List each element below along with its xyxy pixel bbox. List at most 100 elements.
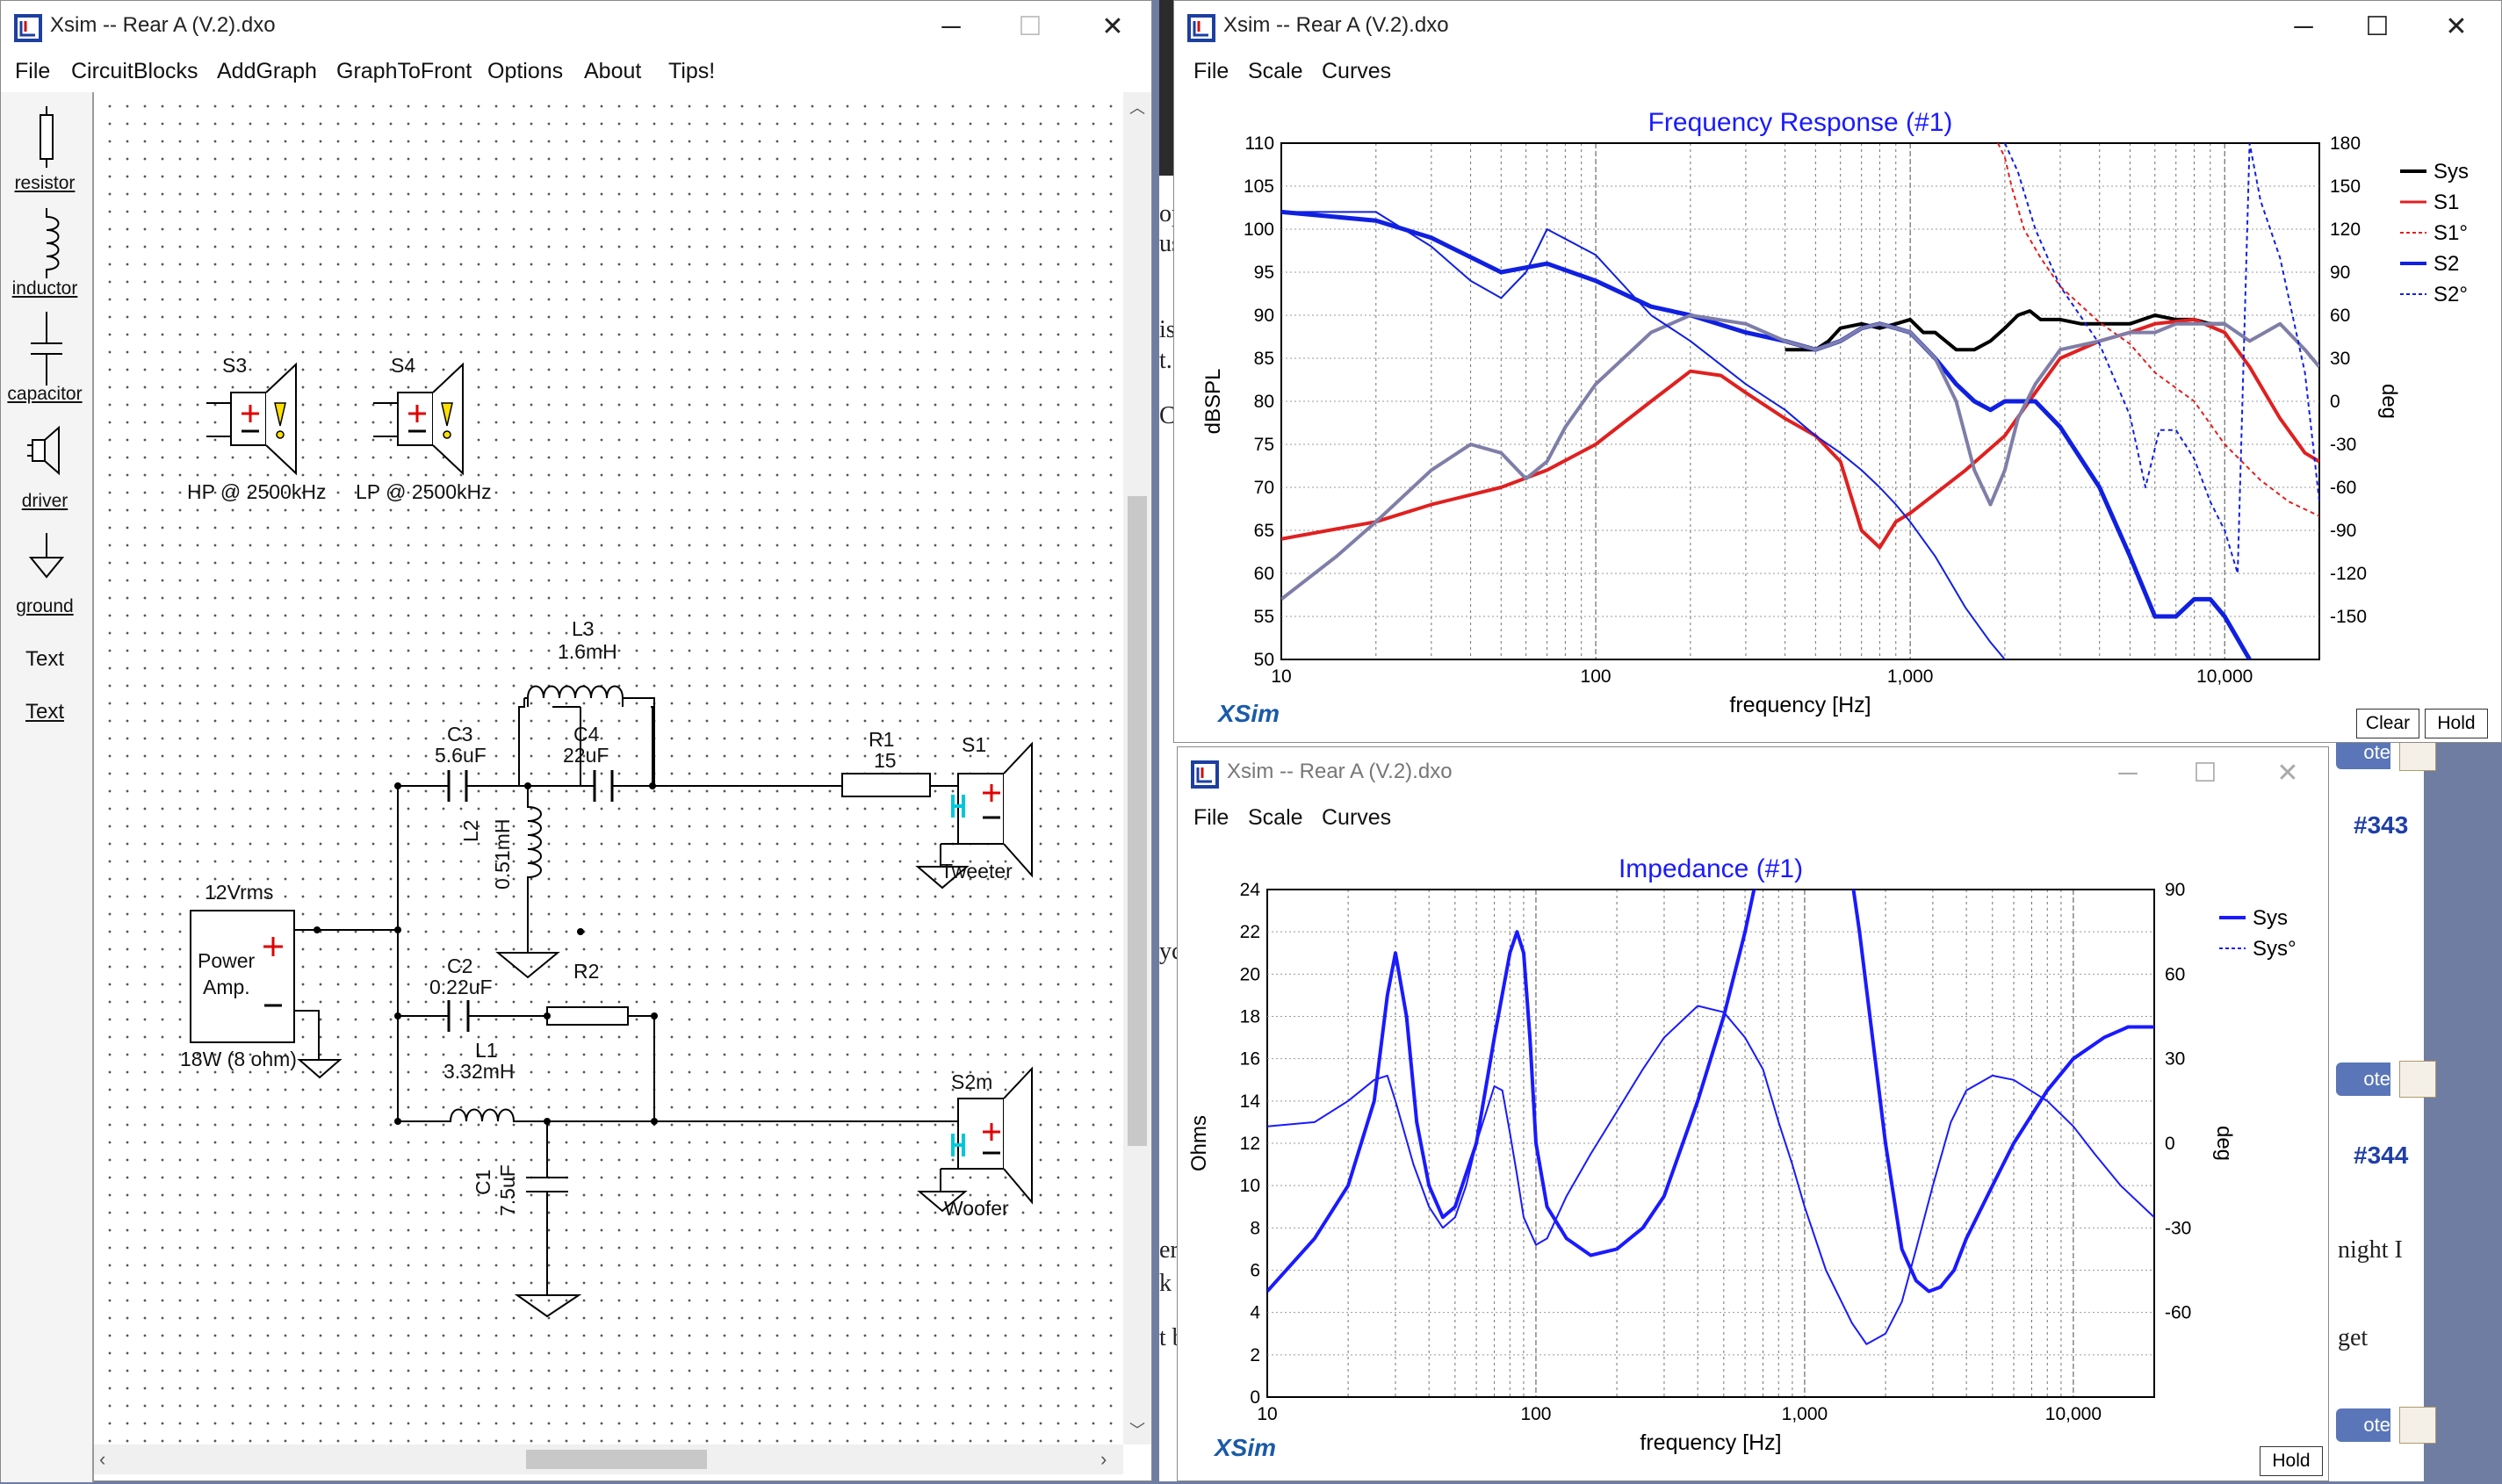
menu-file[interactable]: File (15, 59, 51, 83)
scroll-down-icon[interactable]: ﹀ (1129, 1422, 1145, 1439)
post-number[interactable]: #343 (2354, 811, 2409, 839)
quote-icon[interactable] (2399, 1407, 2436, 1444)
minimize-icon[interactable]: ─ (2294, 12, 2313, 41)
resistor-label: resistor (14, 173, 76, 193)
menu-file[interactable]: File (1193, 805, 1229, 830)
menu-file[interactable]: File (1193, 59, 1229, 83)
fr-menubar: File Scale Curves (1174, 55, 2501, 90)
horizontal-scroll-thumb[interactable] (526, 1450, 707, 1469)
vote-button[interactable]: ote (2336, 1408, 2390, 1442)
y-tick-label: 60 (1254, 564, 1274, 584)
amp-label-amp: Amp. (203, 976, 250, 998)
minimize-icon[interactable]: ─ (941, 12, 961, 41)
bg-fragment: get (2338, 1324, 2369, 1351)
maximize-icon[interactable]: ☐ (2193, 759, 2217, 788)
driver-label: driver (21, 491, 68, 511)
hold-button[interactable]: Hold (2425, 709, 2488, 738)
x-tick-label: 100 (1520, 1404, 1551, 1424)
menu-scale[interactable]: Scale (1248, 59, 1303, 83)
y-tick-label: 85 (1254, 349, 1274, 369)
amp-power: 18W (8 ohm) (180, 1048, 297, 1070)
legend-label: S1 (2434, 191, 2459, 214)
y-tick-label: 14 (1240, 1091, 1261, 1112)
x-tick-label: 10,000 (2045, 1404, 2102, 1424)
s4-label: S4 (391, 354, 416, 377)
chart-title: Frequency Response (#1) (1648, 108, 1953, 137)
series-line (2003, 143, 2319, 574)
xsim-app-icon (1191, 760, 1219, 789)
y-tick-label: 70 (1254, 478, 1274, 498)
close-icon[interactable]: ✕ (2445, 12, 2468, 41)
horizontal-scrollbar[interactable]: ‹ › (94, 1444, 1123, 1474)
y-tick-label: 16 (1240, 1049, 1260, 1070)
l3-value: 1.6mH (558, 640, 617, 663)
driver-icon (27, 425, 60, 476)
y2-tick-label: -30 (2165, 1218, 2191, 1238)
vertical-scroll-thumb[interactable] (1128, 496, 1147, 1146)
bg-fragment: is (1159, 316, 1176, 343)
menu-about[interactable]: About (584, 59, 642, 83)
post-number[interactable]: #344 (2354, 1142, 2409, 1169)
y-tick-label: 2 (1250, 1345, 1260, 1365)
capacitor-label: capacitor (7, 384, 83, 404)
y2-tick-label: -60 (2330, 478, 2356, 498)
text-underlined-tool[interactable]: Text (1, 695, 92, 738)
y-tick-label: 105 (1244, 176, 1274, 197)
menu-addgraph[interactable]: AddGraph (217, 59, 317, 83)
component-toolbar: resistor inductor capacitor driver groun… (1, 92, 94, 1482)
minimize-icon[interactable]: ─ (2118, 759, 2138, 788)
s1-driver-label: Tweeter (941, 860, 1013, 882)
resistor-tool[interactable]: resistor (1, 101, 92, 199)
capacitor-tool[interactable]: capacitor (1, 312, 92, 410)
scroll-right-icon[interactable]: › (1100, 1448, 1107, 1470)
inductor-label: inductor (11, 278, 78, 299)
menu-circuitblocks[interactable]: CircuitBlocks (71, 59, 198, 83)
vertical-scrollbar[interactable]: ︿ ﹀ (1123, 92, 1151, 1444)
inductor-tool[interactable]: inductor (1, 206, 92, 305)
y2-tick-label: 30 (2330, 349, 2350, 369)
ground-label: ground (16, 596, 74, 616)
menu-options[interactable]: Options (487, 59, 564, 83)
fr-titlebar: Xsim -- Rear A (V.2).dxo ─ ☐ ✕ (1174, 1, 2501, 55)
text-tool[interactable]: Text (1, 642, 92, 686)
y-tick-label: 90 (1254, 306, 1274, 326)
menu-curves[interactable]: Curves (1322, 59, 1392, 83)
quote-icon[interactable] (2399, 1061, 2436, 1098)
imp-menubar: File Scale Curves (1178, 802, 2328, 837)
window-title: Xsim -- Rear A (V.2).dxo (1223, 13, 1449, 37)
xsim-app-icon (14, 14, 42, 42)
y-tick-label: 8 (1250, 1218, 1260, 1238)
clear-button[interactable]: Clear (2356, 709, 2419, 738)
y-axis-label: dBSPL (1201, 369, 1225, 435)
menu-graphtofront[interactable]: GraphToFront (336, 59, 472, 83)
circuit-window: Xsim -- Rear A (V.2).dxo ─ ☐ ✕ File Circ… (0, 0, 1152, 1482)
inductor-icon (46, 208, 60, 278)
chart-title: Impedance (#1) (1619, 854, 1803, 883)
menu-scale[interactable]: Scale (1248, 805, 1303, 830)
y2-axis-label: deg (2212, 1126, 2236, 1161)
maximize-icon[interactable]: ☐ (1018, 12, 1042, 41)
driver-tool[interactable]: driver (1, 419, 92, 517)
window-title: Xsim -- Rear A (V.2).dxo (1227, 760, 1453, 783)
scroll-left-icon[interactable]: ‹ (99, 1448, 106, 1470)
menu-tips[interactable]: Tips! (668, 59, 716, 83)
vote-button[interactable]: ote (2336, 1063, 2390, 1096)
y-tick-label: 10 (1240, 1176, 1260, 1196)
legend-label: Sys (2434, 160, 2469, 184)
y-tick-label: 6 (1250, 1261, 1260, 1281)
scroll-up-icon[interactable]: ︿ (1129, 99, 1145, 117)
circuit-titlebar: Xsim -- Rear A (V.2).dxo ─ ☐ ✕ (1, 1, 1151, 55)
close-icon[interactable]: ✕ (2276, 759, 2299, 788)
y-tick-label: 100 (1244, 220, 1274, 240)
y2-tick-label: 120 (2330, 220, 2361, 240)
menu-curves[interactable]: Curves (1322, 805, 1392, 830)
y2-tick-label: 90 (2165, 880, 2185, 900)
hold-button[interactable]: Hold (2260, 1446, 2323, 1476)
y2-tick-label: 0 (2330, 392, 2340, 412)
ground-tool[interactable]: ground (1, 524, 92, 623)
maximize-icon[interactable]: ☐ (2365, 12, 2390, 41)
close-icon[interactable]: ✕ (1101, 12, 1124, 41)
schematic-canvas[interactable]: S3 HP @ 2500kHz S4 LP @ 2500kHz 12Vrms P… (94, 92, 1123, 1444)
